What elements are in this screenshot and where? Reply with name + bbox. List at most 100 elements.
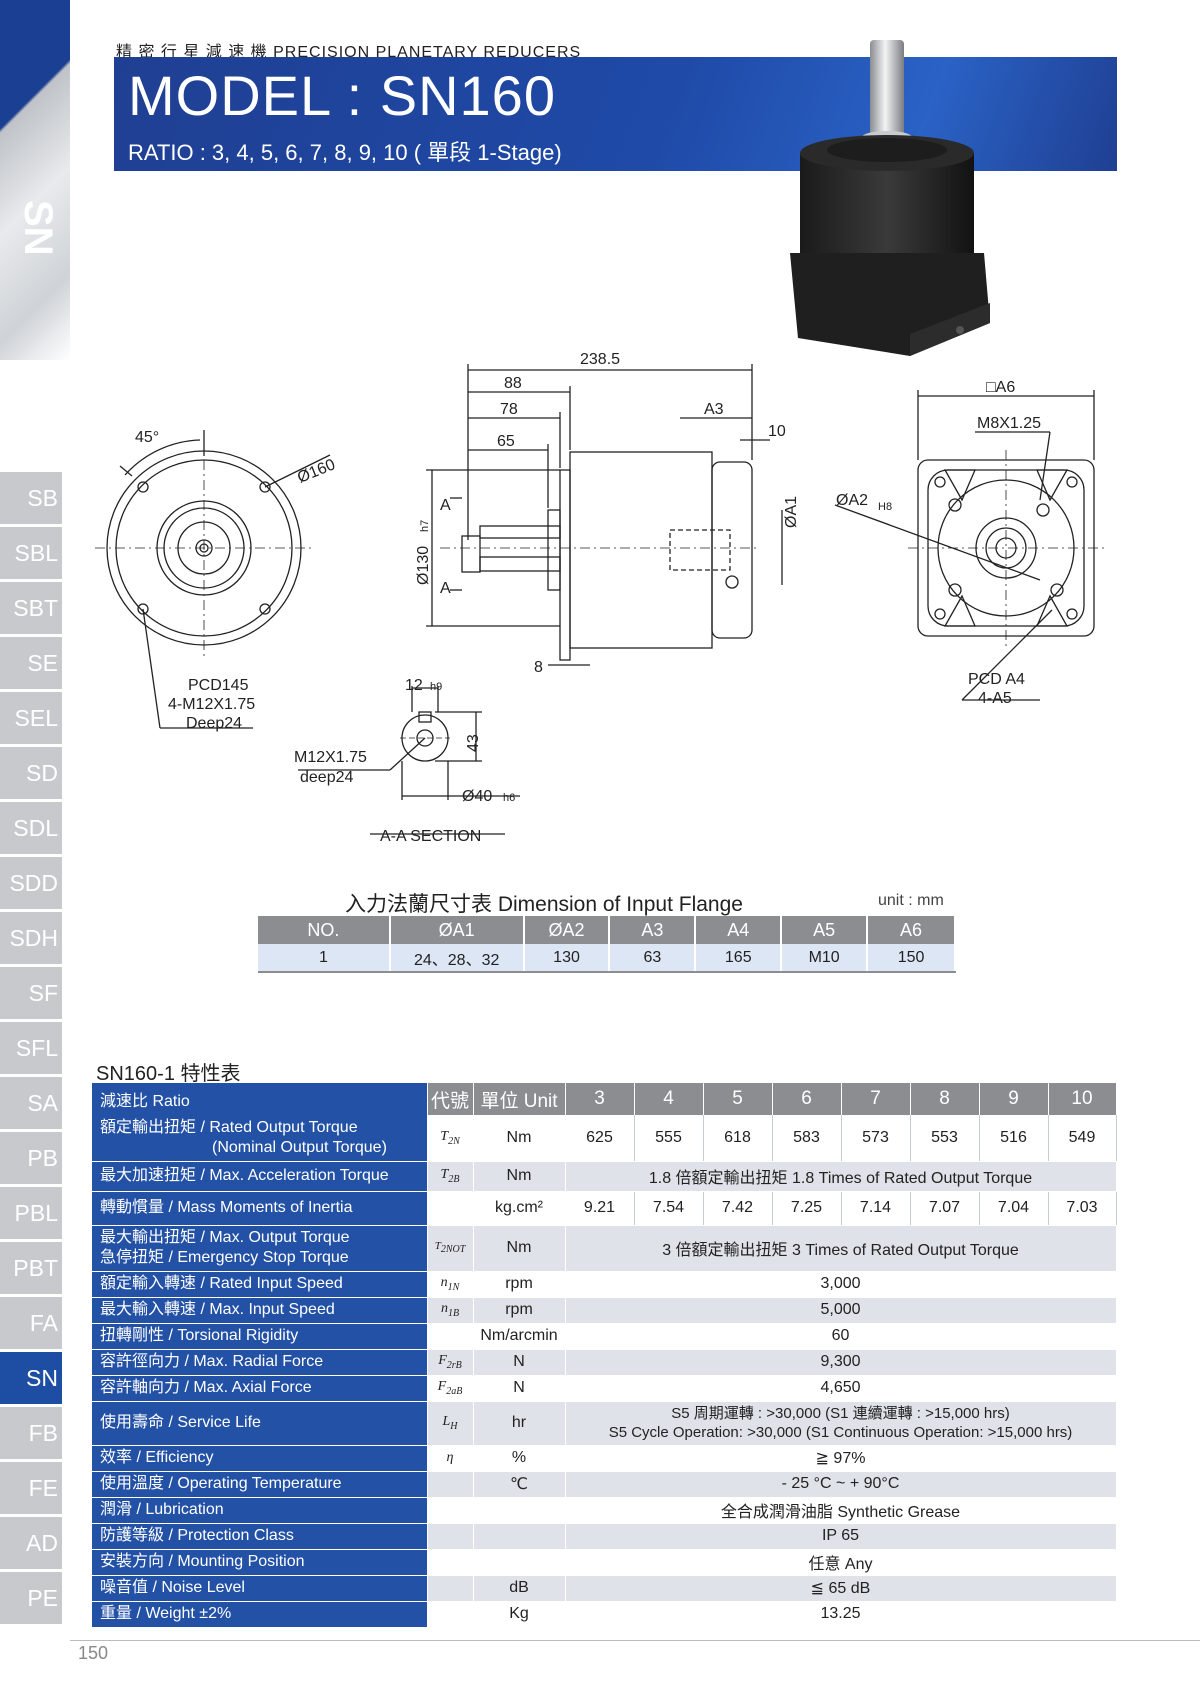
series-tab-sa[interactable]: SA [0, 1077, 62, 1129]
series-tab-sf[interactable]: SF [0, 967, 62, 1019]
flange-col-a1: ØA1 [389, 916, 525, 944]
flange-table-title: 入力法蘭尺寸表 Dimension of Input Flange [345, 893, 743, 916]
series-tab-sbt[interactable]: SBT [0, 582, 62, 634]
table-cell: 1.8 倍額定輸出扭矩 1.8 Times of Rated Output To… [565, 1161, 1117, 1192]
unit-cell [473, 1523, 566, 1550]
series-tab-fb[interactable]: FB [0, 1407, 62, 1459]
table-cell: M10 [781, 944, 869, 973]
flange-col-a3: A3 [609, 916, 697, 944]
table-cell: 625 [565, 1115, 635, 1162]
row-max-input-speed: 最大輸入轉速 / Max. Input Speed n1B rpm 5,000 [92, 1297, 1117, 1324]
flange-col-a2: ØA2 [523, 916, 611, 944]
unit-cell: hr [473, 1401, 566, 1446]
unit-cell: N [473, 1375, 566, 1402]
row-label: 轉動慣量 / Mass Moments of Inertia [92, 1191, 428, 1226]
row-label: 安裝方向 / Mounting Position [92, 1549, 428, 1576]
symbol-cell: F2rB [427, 1349, 474, 1376]
series-code: SN [16, 200, 60, 256]
table-cell: - 25 °C ~ + 90°C [565, 1471, 1117, 1498]
row-inertia: 轉動慣量 / Mass Moments of Inertia kg.cm² 9.… [92, 1191, 1117, 1226]
table-cell: 7.07 [910, 1191, 980, 1226]
series-tab-sbl[interactable]: SBL [0, 527, 62, 579]
row-label: 防護等級 / Protection Class [92, 1523, 428, 1550]
flange-col-a6: A6 [867, 916, 956, 944]
table-cell: 24、28、32 [389, 944, 525, 973]
table-cell: 573 [841, 1115, 911, 1162]
table-cell: 583 [772, 1115, 842, 1162]
table-cell: S5 周期運轉 : >30,000 (S1 連續運轉 : >15,000 hrs… [565, 1401, 1117, 1446]
shaft-thread-label: M12X1.75 [294, 749, 367, 766]
row-label: 噪音值 / Noise Level [92, 1575, 428, 1602]
front-diameter-label: Ø160 [295, 456, 338, 486]
series-tab-pbt[interactable]: PBT [0, 1242, 62, 1294]
spec-col-ratio: 減速比 Ratio [92, 1083, 428, 1115]
spec-col-code: 代號 [427, 1083, 474, 1115]
series-tab-pe[interactable]: PE [0, 1572, 62, 1624]
row-label-line1: 額定輸出扭矩 / Rated Output Torque [100, 1118, 358, 1136]
table-cell: 4,650 [565, 1375, 1117, 1402]
dim-8: 8 [534, 659, 543, 676]
unit-cell: Kg [473, 1601, 566, 1628]
series-tab-sb[interactable]: SB [0, 472, 62, 524]
series-tab-fe[interactable]: FE [0, 1462, 62, 1514]
series-tab-sdd[interactable]: SDD [0, 857, 62, 909]
series-tab-sfl[interactable]: SFL [0, 1022, 62, 1074]
symbol-cell [427, 1323, 474, 1350]
footer-divider [70, 1640, 1200, 1641]
series-tab-sd[interactable]: SD [0, 747, 62, 799]
dim-dia130: Ø130 [415, 546, 432, 585]
rear-holes-label: 4-A5 [978, 690, 1012, 707]
unit-cell [473, 1497, 566, 1524]
row-label-line2: 急停扭矩 / Emergency Stop Torque [100, 1249, 349, 1266]
series-tab-fa[interactable]: FA [0, 1297, 62, 1349]
row-acc-torque: 最大加速扭矩 / Max. Acceleration Torque T2B Nm… [92, 1161, 1117, 1192]
row-label: 最大加速扭矩 / Max. Acceleration Torque [92, 1161, 428, 1192]
model-title: MODEL : SN160 [128, 64, 556, 127]
symbol-cell: LH [427, 1401, 474, 1446]
unit-cell: rpm [473, 1271, 566, 1298]
table-cell: 553 [910, 1115, 980, 1162]
ratio-header: 3 [565, 1083, 635, 1115]
table-cell: 7.03 [1048, 1191, 1117, 1226]
symbol-cell [427, 1497, 474, 1524]
symbol-cell [427, 1601, 474, 1628]
dim-dia130-tol: h7 [419, 520, 431, 532]
series-tab-sn[interactable]: SN [0, 1352, 62, 1404]
rear-a2-label: ØA2 [836, 492, 868, 509]
series-tab-sdl[interactable]: SDL [0, 802, 62, 854]
table-cell: ≧ 97% [565, 1445, 1117, 1472]
section-title: A-A SECTION [380, 828, 481, 845]
row-rated-torque: 額定輸出扭矩 / Rated Output Torque(Nominal Out… [92, 1115, 1117, 1162]
row-label: 容許軸向力 / Max. Axial Force [92, 1375, 428, 1402]
series-tab-se[interactable]: SE [0, 637, 62, 689]
series-tab-ad[interactable]: AD [0, 1517, 62, 1569]
table-cell: 9.21 [565, 1191, 635, 1226]
page-subtitle: 精 密 行 星 減 速 機 PRECISION PLANETARY REDUCE… [116, 44, 582, 61]
symbol-cell: T2B [427, 1161, 474, 1192]
row-service-life: 使用壽命 / Service Life LH hr S5 周期運轉 : >30,… [92, 1401, 1117, 1446]
spec-header-row: 減速比 Ratio 代號 單位 Unit 3 4 5 6 7 8 9 10 [92, 1083, 1117, 1115]
life-line1: S5 周期運轉 : >30,000 (S1 連續運轉 : >15,000 hrs… [671, 1405, 1010, 1422]
symbol-cell: T2NOT [427, 1225, 474, 1272]
series-tab-sdh[interactable]: SDH [0, 912, 62, 964]
table-cell: 7.04 [979, 1191, 1049, 1226]
spec-col-unit: 單位 Unit [473, 1083, 566, 1115]
row-label: 額定輸入轉速 / Rated Input Speed [92, 1271, 428, 1298]
series-tab-sel[interactable]: SEL [0, 692, 62, 744]
row-noise: 噪音值 / Noise Level dB ≦ 65 dB [92, 1575, 1117, 1602]
series-tab-pb[interactable]: PB [0, 1132, 62, 1184]
row-axial-force: 容許軸向力 / Max. Axial Force F2aB N 4,650 [92, 1375, 1117, 1402]
symbol-cell [427, 1575, 474, 1602]
table-cell: 任意 Any [565, 1549, 1117, 1576]
row-label: 扭轉剛性 / Torsional Rigidity [92, 1323, 428, 1350]
flange-table: NO. ØA1 ØA2 A3 A4 A5 A6 1 24、28、32 130 6… [258, 916, 956, 973]
series-tab-pbl[interactable]: PBL [0, 1187, 62, 1239]
row-rated-input-speed: 額定輸入轉速 / Rated Input Speed n1N rpm 3,000 [92, 1271, 1117, 1298]
row-label: 容許徑向力 / Max. Radial Force [92, 1349, 428, 1376]
life-line2: S5 Cycle Operation: >30,000 (S1 Continuo… [608, 1424, 1073, 1441]
rear-a2-tol: H8 [878, 501, 892, 513]
row-label: 額定輸出扭矩 / Rated Output Torque(Nominal Out… [92, 1115, 428, 1162]
row-lubrication: 潤滑 / Lubrication 全合成潤滑油脂 Synthetic Greas… [92, 1497, 1117, 1524]
unit-cell: Nm [473, 1115, 566, 1162]
